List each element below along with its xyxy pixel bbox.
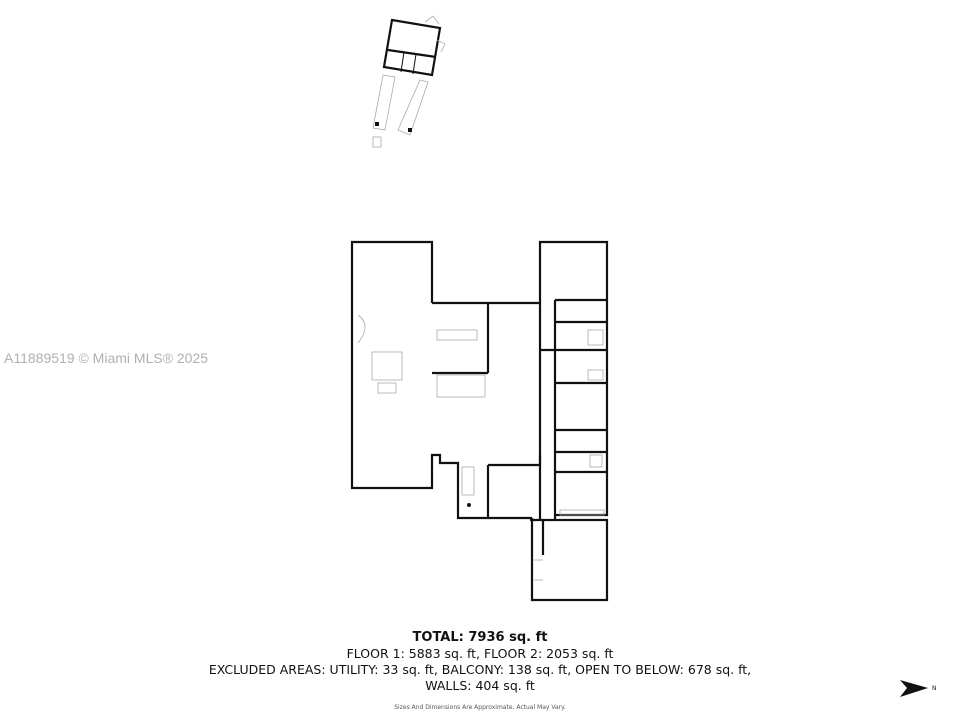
compass-label: N xyxy=(932,685,937,692)
north-arrow-icon: N xyxy=(900,680,937,697)
floor-areas: FLOOR 1: 5883 sq. ft, FLOOR 2: 2053 sq. … xyxy=(346,646,614,661)
area-summary: TOTAL: 7936 sq. ft FLOOR 1: 5883 sq. ft,… xyxy=(0,630,960,711)
fixtures xyxy=(357,314,605,581)
disclaimer: Sizes And Dimensions Are Approximate, Ac… xyxy=(394,704,566,711)
main-floor-walls xyxy=(350,240,609,602)
total-area: TOTAL: 7936 sq. ft xyxy=(412,630,548,645)
watermark: A11889519 © Miami MLS® 2025 xyxy=(4,350,209,366)
excluded-areas: EXCLUDED AREAS: UTILITY: 33 sq. ft, BALC… xyxy=(208,662,752,677)
detached-structure xyxy=(372,15,446,148)
wall-area: WALLS: 404 sq. ft xyxy=(425,678,535,693)
column-marker xyxy=(467,503,471,507)
